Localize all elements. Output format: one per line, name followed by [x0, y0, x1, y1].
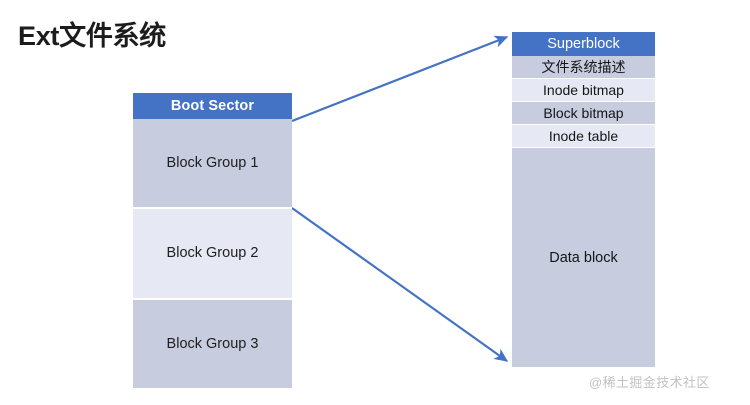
connector-top-line — [291, 35, 509, 123]
inode-bitmap-row: Inode bitmap — [512, 79, 655, 102]
connector-bottom-line — [291, 207, 509, 362]
block-bitmap-row: Block bitmap — [512, 102, 655, 125]
page-title: Ext文件系统 — [18, 21, 166, 51]
block-group-2-row: Block Group 2 — [133, 209, 292, 300]
filesystem-descriptor-row: 文件系统描述 — [512, 56, 655, 79]
block-group-detail-diagram: Superblock 文件系统描述 Inode bitmap Block bit… — [512, 32, 655, 367]
block-group-1-row: Block Group 1 — [133, 119, 292, 210]
block-group-3-row: Block Group 3 — [133, 299, 292, 388]
superblock-header: Superblock — [512, 32, 655, 56]
boot-sector-header: Boot Sector — [133, 93, 292, 119]
disk-layout-diagram: Boot Sector Block Group 1 Block Group 2 … — [133, 93, 292, 388]
inode-table-row: Inode table — [512, 125, 655, 148]
watermark: @稀土掘金技术社区 — [589, 375, 710, 390]
data-block-region: Data block — [512, 148, 655, 367]
